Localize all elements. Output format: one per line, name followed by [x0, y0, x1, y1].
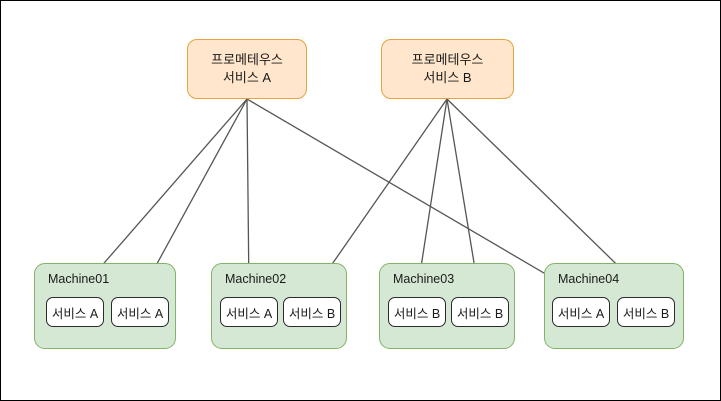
prometheus-node-a-line1: 프로메테우스 — [211, 52, 283, 67]
service-node-m2s1[interactable]: 서비스 A — [220, 297, 278, 327]
service-node-m3s1[interactable]: 서비스 B — [388, 297, 446, 327]
prometheus-node-b[interactable]: 프로메테우스 서비스 B — [381, 39, 514, 99]
machine-label-machine01: Machine01 — [48, 272, 110, 286]
service-node-m4s2[interactable]: 서비스 B — [617, 297, 675, 327]
service-node-m1s2[interactable]: 서비스 A — [111, 297, 169, 327]
service-node-m1s1[interactable]: 서비스 A — [46, 297, 104, 327]
prometheus-node-b-line1: 프로메테우스 — [411, 52, 484, 67]
machine-label-machine02: Machine02 — [225, 272, 287, 286]
service-node-m4s1[interactable]: 서비스 A — [552, 297, 610, 327]
prometheus-node-a-line2: 서비스 A — [222, 70, 272, 85]
machine-label-machine04: Machine04 — [558, 272, 620, 286]
prometheus-node-a[interactable]: 프로메테우스 서비스 A — [187, 39, 307, 99]
prometheus-node-b-line2: 서비스 B — [423, 70, 472, 85]
service-node-m2s2[interactable]: 서비스 B — [283, 297, 341, 327]
service-node-m3s2[interactable]: 서비스 B — [451, 297, 509, 327]
machine-label-machine03: Machine03 — [393, 272, 455, 286]
